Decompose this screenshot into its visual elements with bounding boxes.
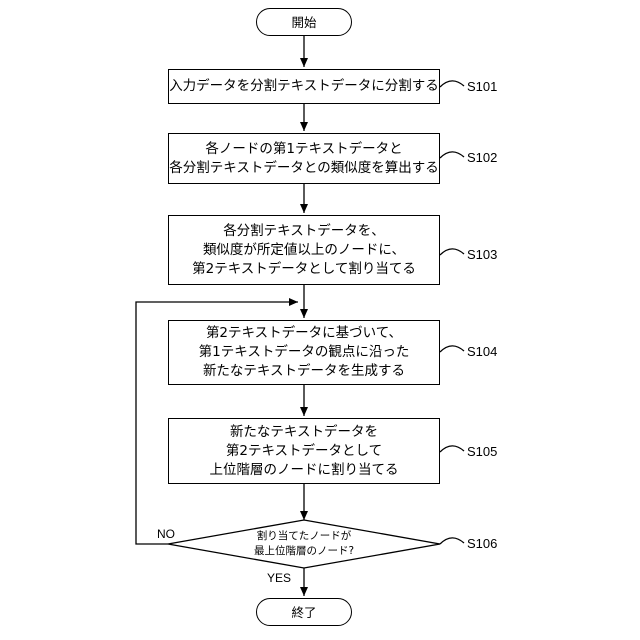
step-s103-box: 各分割テキストデータを、 類似度が所定値以上のノードに、 第2テキストデータとし… (168, 215, 440, 285)
step-s105-line-1: 新たなテキストデータを (210, 423, 399, 442)
s104-leader (440, 346, 464, 352)
s102-leader (440, 152, 464, 158)
step-s101-box: 入力データを分割テキストデータに分割する (168, 69, 440, 104)
s101-leader (440, 81, 464, 87)
decision-s106-text: 割り当てたノードが 最上位階層のノード? (214, 529, 394, 559)
end-label: 終了 (291, 603, 316, 622)
start-terminator: 開始 (256, 8, 352, 36)
s105-leader (440, 446, 464, 452)
step-s104-id: S104 (467, 344, 497, 359)
step-s103-line-3: 第2テキストデータとして割り当てる (192, 260, 416, 279)
step-s104-box: 第2テキストデータに基づいて、 第1テキストデータの観点に沿った 新たなテキスト… (168, 320, 440, 385)
step-s104-line-1: 第2テキストデータに基づいて、 (199, 324, 410, 343)
step-s101-line-1: 入力データを分割テキストデータに分割する (169, 77, 439, 96)
step-s102-line-2: 各分割テキストデータとの類似度を算出する (169, 159, 438, 178)
step-s105-id: S105 (467, 444, 497, 459)
end-terminator: 終了 (256, 598, 352, 626)
s103-leader (440, 249, 464, 255)
step-s105-box: 新たなテキストデータを 第2テキストデータとして 上位階層のノードに割り当てる (168, 418, 440, 484)
step-s102-id: S102 (467, 150, 497, 165)
step-s105-line-2: 第2テキストデータとして (210, 442, 399, 461)
yes-branch-label: YES (267, 571, 291, 585)
decision-s106-id: S106 (467, 536, 497, 551)
step-s102-box: 各ノードの第1テキストデータと 各分割テキストデータとの類似度を算出する (168, 133, 440, 184)
s106-leader (440, 538, 464, 544)
step-s101-id: S101 (467, 79, 497, 94)
step-s104-line-3: 新たなテキストデータを生成する (199, 362, 410, 381)
step-s104-line-2: 第1テキストデータの観点に沿った (199, 343, 410, 362)
step-s105-line-3: 上位階層のノードに割り当てる (210, 461, 399, 480)
start-label: 開始 (291, 13, 316, 32)
decision-s106-line-1: 割り当てたノードが (214, 529, 394, 544)
decision-s106-line-2: 最上位階層のノード? (214, 544, 394, 559)
step-s102-line-1: 各ノードの第1テキストデータと (169, 140, 438, 159)
step-s103-line-2: 類似度が所定値以上のノードに、 (192, 241, 416, 260)
step-s103-id: S103 (467, 247, 497, 262)
step-s103-line-1: 各分割テキストデータを、 (192, 222, 416, 241)
no-branch-label: NO (157, 527, 175, 541)
